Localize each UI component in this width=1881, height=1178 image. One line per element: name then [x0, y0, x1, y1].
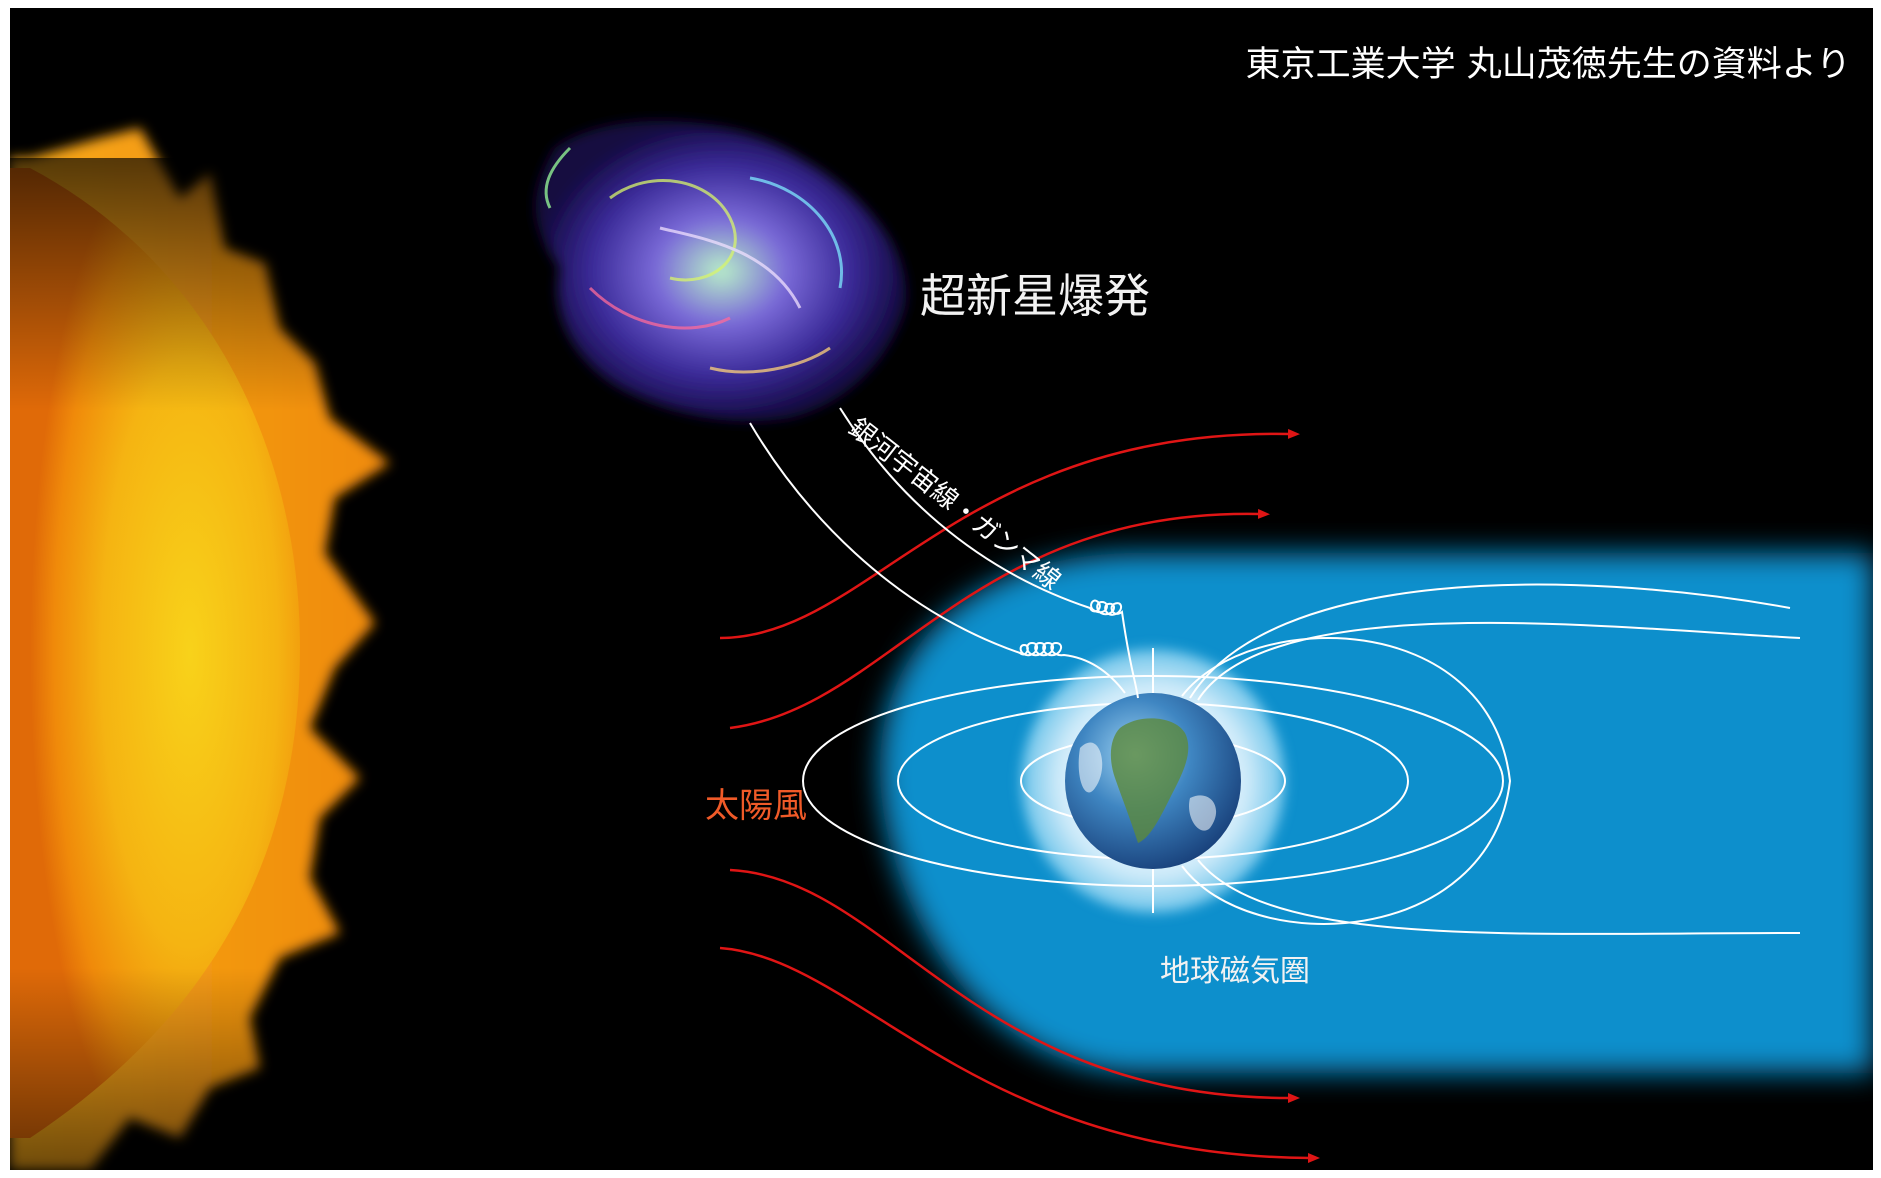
cosmic-ray-path [839, 407, 1139, 699]
diagram-svg [10, 120, 1873, 1170]
cosmic-ray-path [749, 422, 1126, 694]
sun [10, 128, 390, 1170]
solar-wind-label: 太陽風 [705, 786, 807, 826]
magnetosphere-label: 地球磁気圏 [1160, 954, 1310, 989]
supernova-remnant [535, 120, 907, 422]
supernova-label: 超新星爆発 [920, 269, 1150, 323]
cosmic-ray-paths [749, 407, 1139, 699]
solar-wind-arrow [719, 428, 1300, 640]
earth [1065, 693, 1241, 869]
solar-wind-arrow [729, 508, 1270, 730]
solar-wind-arrows [719, 428, 1320, 1163]
credit-text: 東京工業大学 丸山茂徳先生の資料より [1245, 45, 1851, 85]
solar-wind-arrow [719, 946, 1320, 1163]
magnetic-field-lines [802, 583, 1801, 935]
diagram-canvas: 東京工業大学 丸山茂徳先生の資料より 超新星爆発 銀河宇宙線・ガンマ線 太陽風 … [10, 8, 1873, 1170]
solar-wind-arrow [729, 868, 1300, 1103]
